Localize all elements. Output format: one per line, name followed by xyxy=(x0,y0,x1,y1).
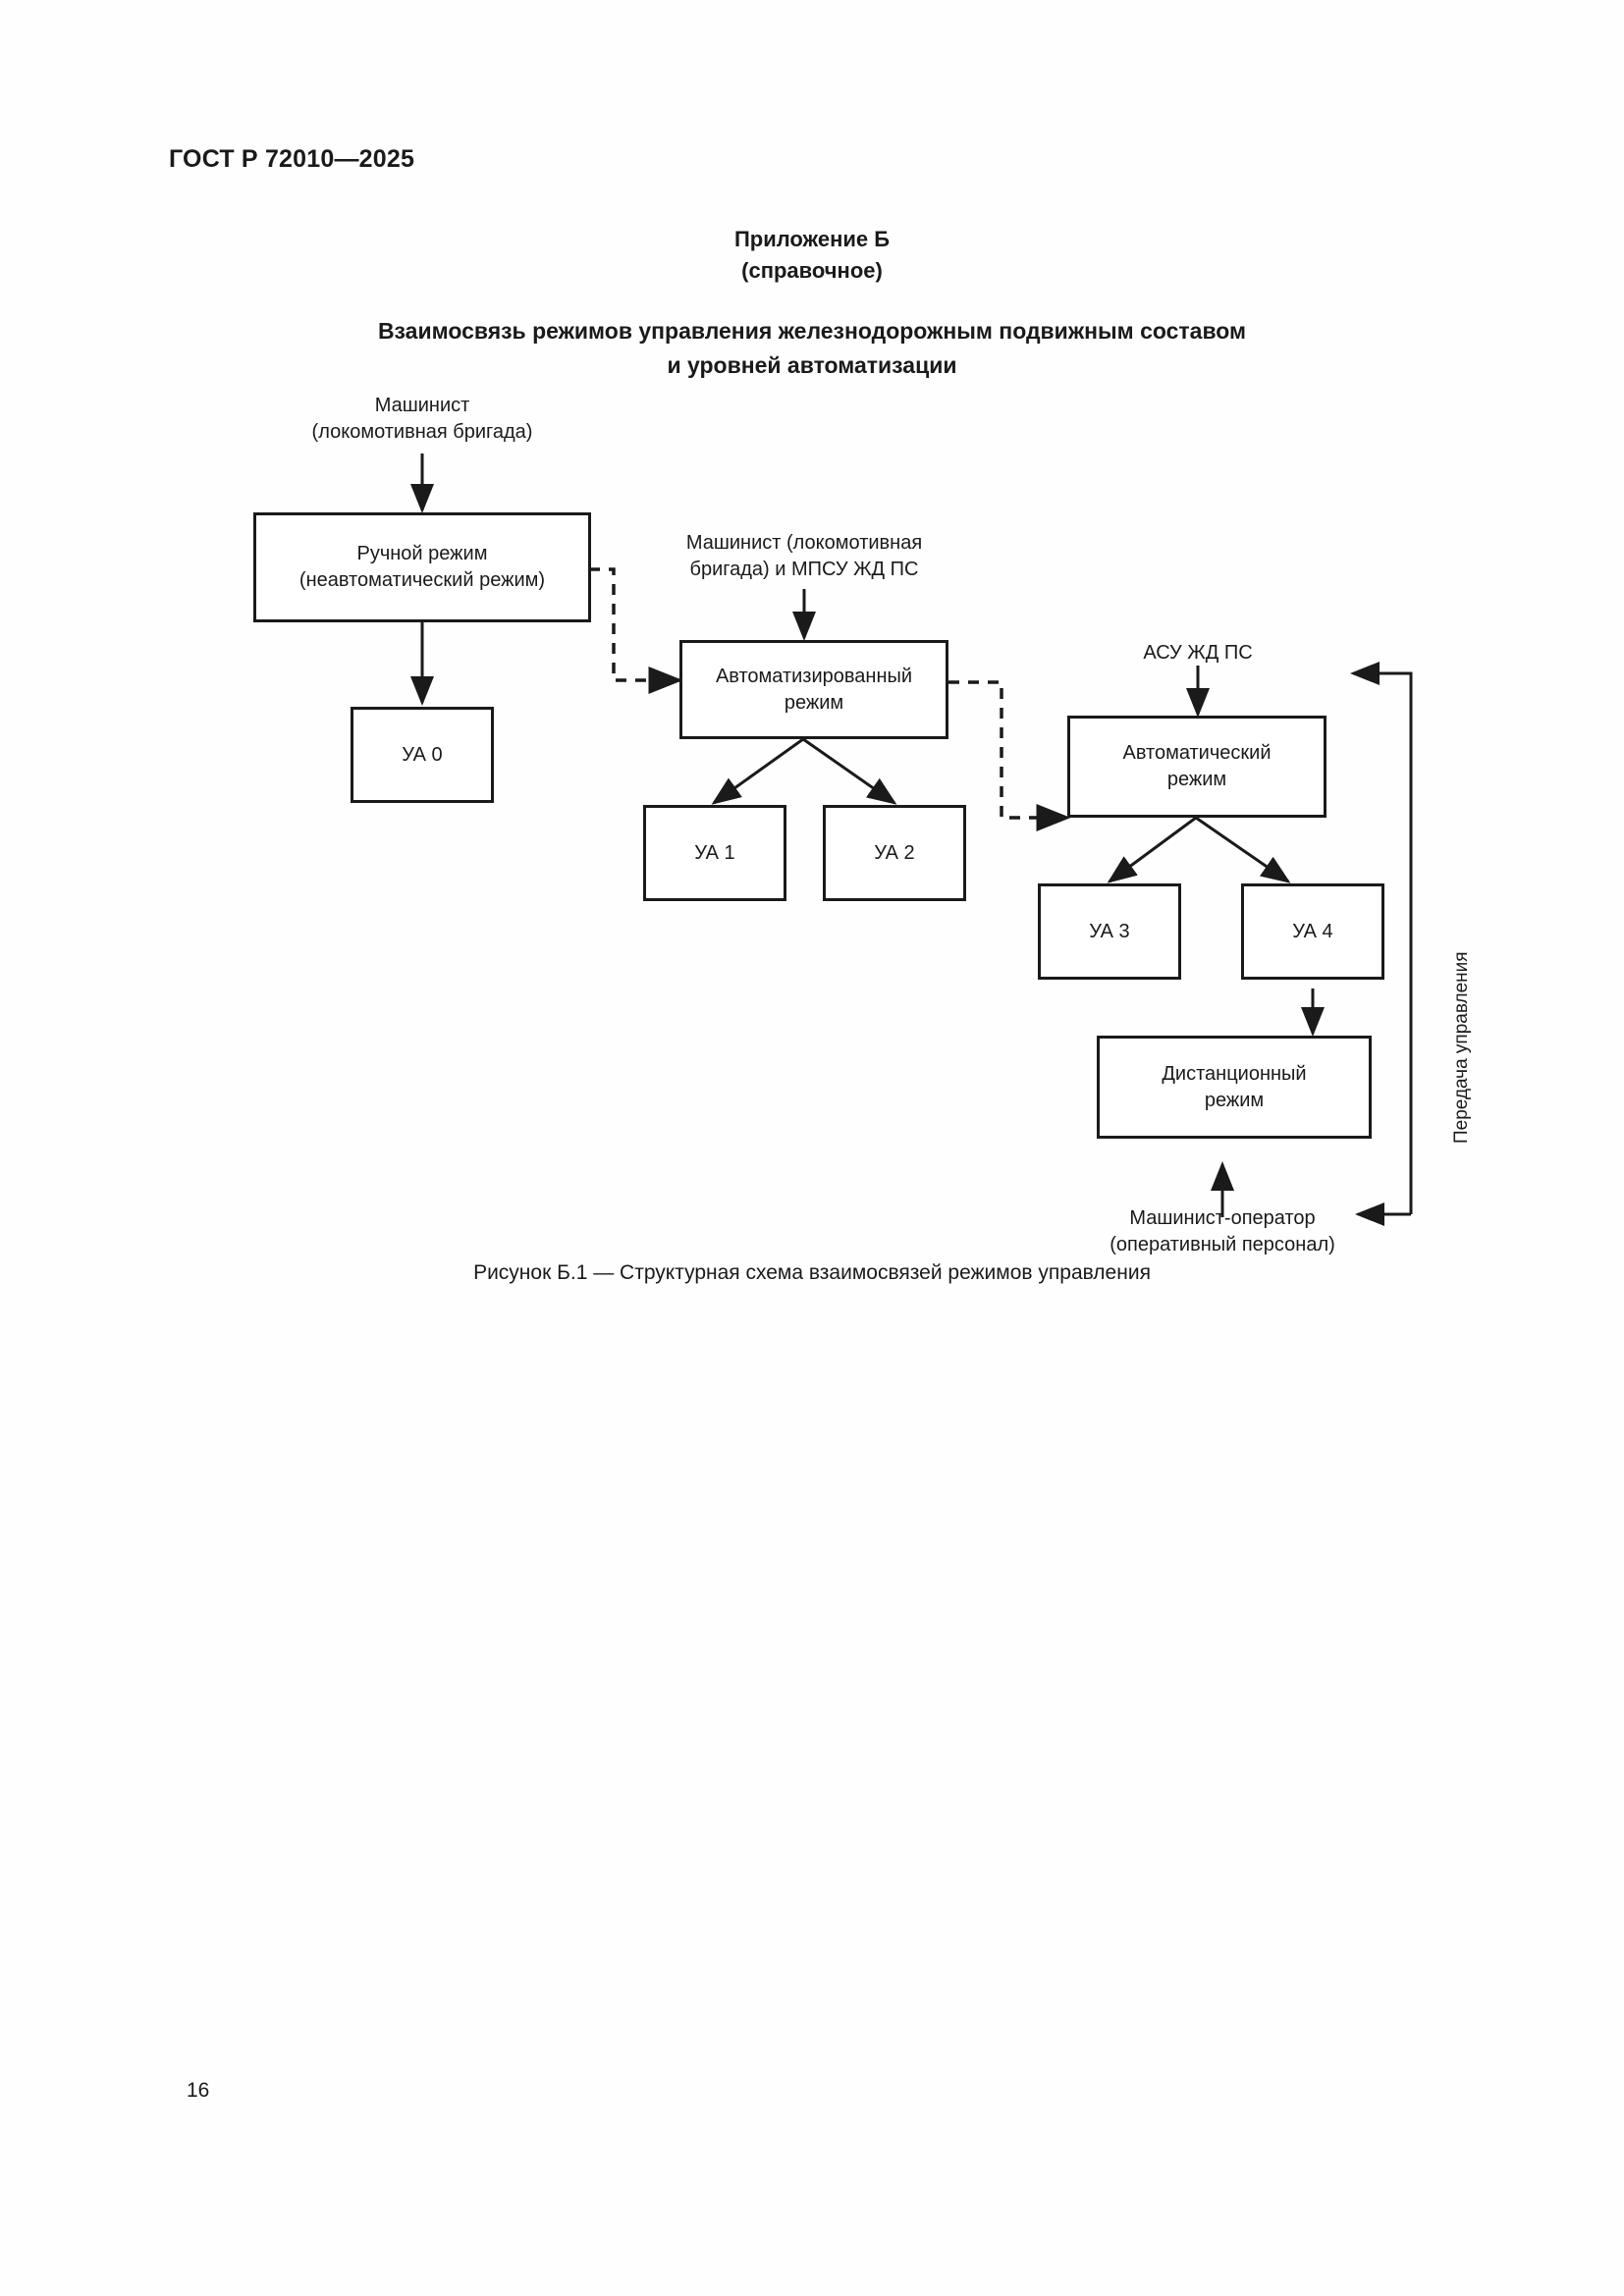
node-ua3: УА 3 xyxy=(1038,883,1181,980)
node-remote-mode: Дистанционный режим xyxy=(1097,1036,1372,1139)
node-manual-mode-line-1: Ручной режим xyxy=(356,543,488,564)
arrow-automated-to-ua2 xyxy=(802,737,897,805)
node-automated-mode-line-1: Автоматизированный xyxy=(715,665,913,687)
label-asu-text: АСУ ЖД ПС xyxy=(1143,642,1253,664)
node-remote-mode-line-1: Дистанционный xyxy=(1162,1062,1307,1085)
node-automatic-mode-line-1: Автоматический xyxy=(1122,742,1272,764)
node-remote-mode-line-2: режим xyxy=(1204,1089,1265,1111)
arrow-automated-to-ua1 xyxy=(711,737,804,805)
label-control-handover: Передача управления xyxy=(1451,951,1472,1144)
node-ua0: УА 0 xyxy=(351,707,494,803)
label-driver-mpsu-line-2: бригада) и МПСУ ЖД ПС xyxy=(689,559,919,580)
label-driver-mpsu-line-1: Машинист (локомотивная xyxy=(685,532,923,554)
appendix-kind: (справочное) xyxy=(741,258,883,283)
arrow-automatic-to-ua3 xyxy=(1107,816,1197,883)
dashed-manual-to-automated xyxy=(589,567,683,694)
label-driver: Машинист (локомотивная бригада) xyxy=(255,393,589,446)
label-driver-mpsu: Машинист (локомотивная бригада) и МПСУ Ж… xyxy=(627,530,981,583)
node-manual-mode-line-2: (неавтоматический режим) xyxy=(298,569,546,591)
standard-header: ГОСТ Р 72010—2025 xyxy=(169,145,415,173)
label-asu: АСУ ЖД ПС xyxy=(1070,640,1326,667)
figure-caption: Рисунок Б.1 — Структурная схема взаимосв… xyxy=(473,1261,1151,1284)
node-automated-mode-line-2: режим xyxy=(784,691,844,714)
node-automatic-mode-line-2: режим xyxy=(1166,769,1227,790)
dashed-automated-to-automatic xyxy=(948,680,1071,831)
appendix-heading-line-2: и уровней автоматизации xyxy=(667,352,957,378)
node-ua0-label: УА 0 xyxy=(402,743,443,766)
appendix-heading-line-1: Взаимосвязь режимов управления железнодо… xyxy=(377,318,1247,344)
appendix-heading: Взаимосвязь режимов управления железнодо… xyxy=(0,314,1624,383)
label-operator-line-2: (оперативный персонал) xyxy=(1110,1234,1335,1255)
arrow-automatic-to-ua4 xyxy=(1195,816,1291,883)
label-operator-line-1: Машинист-оператор xyxy=(1129,1207,1316,1229)
label-operator: Машинист-оператор (оперативный персонал) xyxy=(1056,1205,1389,1258)
label-driver-line-2: (локомотивная бригада) xyxy=(311,421,533,443)
appendix-title-block: Приложение Б (справочное) xyxy=(0,224,1624,287)
node-manual-mode: Ручной режим (неавтоматический режим) xyxy=(253,512,591,622)
label-driver-line-1: Машинист xyxy=(374,395,470,416)
node-ua2: УА 2 xyxy=(823,805,966,901)
node-ua4-label: УА 4 xyxy=(1292,920,1333,942)
node-automated-mode: Автоматизированный режим xyxy=(679,640,948,739)
node-automatic-mode: Автоматический режим xyxy=(1067,716,1326,818)
node-ua1-label: УА 1 xyxy=(694,841,735,864)
page-number: 16 xyxy=(187,2079,210,2102)
node-ua4: УА 4 xyxy=(1241,883,1384,980)
node-ua1: УА 1 xyxy=(643,805,786,901)
node-ua2-label: УА 2 xyxy=(874,841,915,864)
node-ua3-label: УА 3 xyxy=(1089,920,1130,942)
appendix-title: Приложение Б xyxy=(733,227,891,251)
